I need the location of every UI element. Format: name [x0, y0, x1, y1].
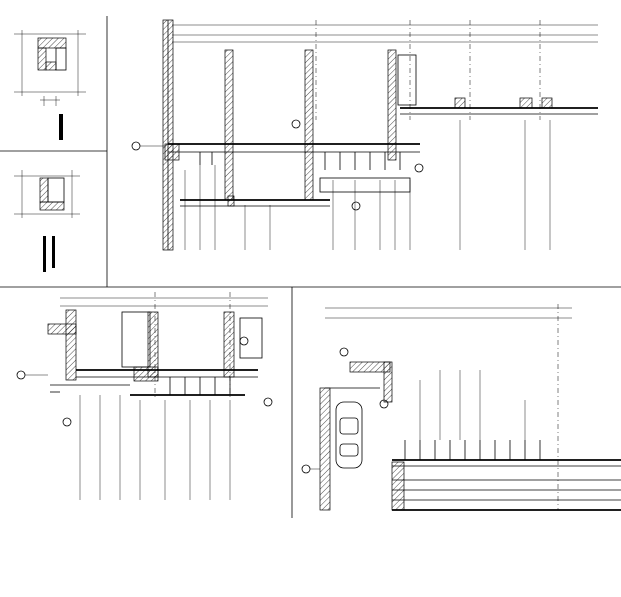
sheet-frame [0, 16, 621, 518]
grid-bubble-icon [131, 141, 141, 151]
small-detail-upper [14, 30, 86, 140]
section-b [16, 292, 273, 500]
grid-bubble-icon [351, 201, 361, 211]
grid-bubble-icon [239, 336, 249, 346]
grid-bubble-icon [263, 397, 273, 407]
grid-bubble-icon [301, 464, 311, 474]
grid-bubble-icon [379, 399, 389, 409]
small-detail-lower [14, 170, 80, 272]
grid-bubble-icon [16, 370, 26, 380]
grid-bubble-icon [414, 163, 424, 173]
grid-bubble-icon [62, 417, 72, 427]
car-plan-icon [335, 401, 363, 469]
grid-bubble-icon [291, 119, 301, 129]
section-a [131, 19, 598, 251]
section-c [301, 304, 621, 511]
grid-bubble-icon [339, 347, 349, 357]
